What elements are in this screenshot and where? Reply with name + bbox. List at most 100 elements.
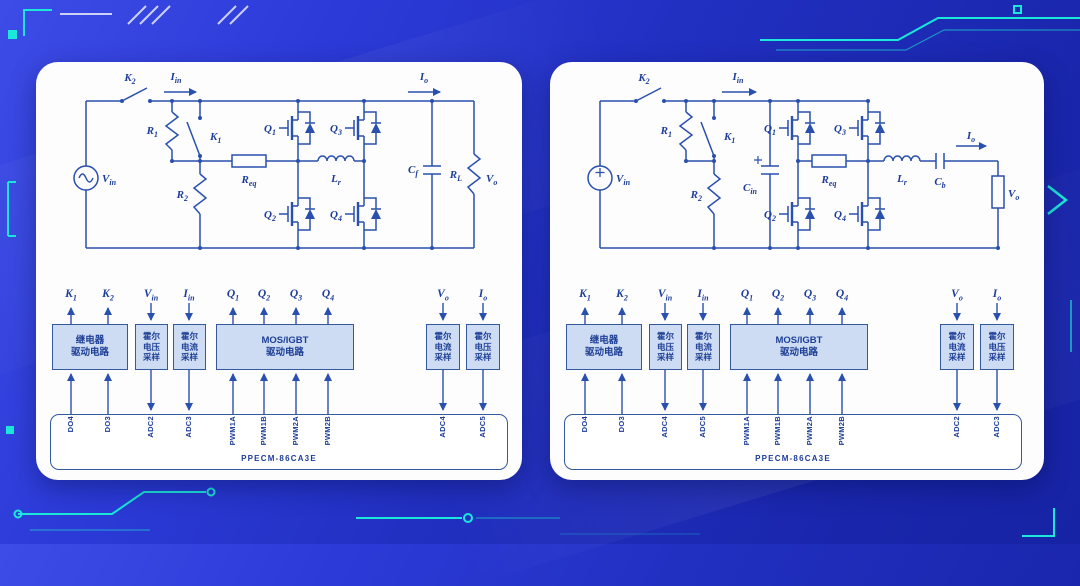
- pin-label: DO4: [66, 416, 75, 433]
- igbt-q3: [847, 106, 887, 150]
- io-label-q1: Q1: [740, 288, 754, 303]
- pin-label: ADC3: [184, 416, 193, 438]
- decor-circuit-traces: [6, 5, 1080, 537]
- io-label-k1: K1: [65, 288, 77, 303]
- pin-label: ADC2: [952, 416, 961, 438]
- resistor-r2: [706, 173, 722, 215]
- decor-square-top-right: [1013, 5, 1022, 14]
- resistor-req-box: [811, 154, 847, 168]
- mos-igbt-drive-block: MOS/IGBT 驱动电路: [730, 324, 868, 370]
- right-converter-panel: K2 Iin R1 K1 R2 Vin Cin Req Lr Q1 Q2 Q3 …: [550, 62, 1044, 480]
- left-converter-panel: K2 Iin R1 K1 R2 Vin Req Lr Q1 Q2 Q3 Q4 I…: [36, 62, 522, 480]
- label-vin: Vin: [616, 173, 631, 187]
- pin-label: DO3: [617, 416, 626, 433]
- hall-voltage-sampling-block: 霍尔 电压 采样: [649, 324, 682, 370]
- switch-k2-blade: [635, 87, 662, 102]
- label-rl: RL: [449, 169, 462, 183]
- igbt-q4: [847, 192, 887, 236]
- io-label-q3: Q3: [803, 288, 817, 303]
- junction-dots: [120, 99, 434, 250]
- inductor-lr: [883, 155, 921, 162]
- pin-label: ADC5: [698, 416, 707, 438]
- decor-arrow-right: [1047, 185, 1069, 215]
- decor-square-top-left: [8, 30, 17, 39]
- resistor-r2: [192, 173, 208, 215]
- control-diagram-right: K1 K2 Vin Iin Q1 Q2 Q3 Q4 Vo Io 继电器 驱动电路…: [550, 288, 1036, 476]
- label-k2: K2: [123, 72, 135, 86]
- io-label-vo: Vo: [437, 288, 449, 303]
- decor-node-3: [463, 513, 473, 523]
- io-label-k1: K1: [579, 288, 591, 303]
- label-req: Req: [241, 174, 257, 188]
- resistor-rl: [466, 153, 482, 195]
- label-k1: K1: [209, 131, 221, 145]
- resistor-r1: [164, 111, 180, 151]
- switch-k1-blade: [700, 121, 715, 157]
- label-cin: Cin: [743, 182, 758, 196]
- circuit-wires: [599, 100, 999, 249]
- hall-voltage-sampling-block: 霍尔 电压 采样: [135, 324, 168, 370]
- io-label-q1: Q1: [226, 288, 240, 303]
- label-io: Io: [966, 130, 975, 144]
- power-circuit-left: K2 Iin R1 K1 R2 Vin Req Lr Q1 Q2 Q3 Q4 I…: [73, 71, 497, 250]
- capacitor-cin: [761, 165, 779, 175]
- decor-square-bottom-left: [6, 426, 14, 434]
- igbt-q3: [343, 106, 383, 150]
- io-label-iin: Iin: [183, 288, 195, 303]
- io-label-io: Io: [478, 288, 488, 303]
- decor-hatch-1: [127, 5, 171, 25]
- control-wires-right: [581, 303, 1001, 414]
- power-circuit-right: K2 Iin R1 K1 R2 Vin Cin Req Lr Q1 Q2 Q3 …: [587, 71, 1019, 250]
- pin-label: PWM2A: [805, 416, 814, 446]
- label-vo: Vo: [486, 173, 497, 187]
- label-q2: Q2: [764, 209, 776, 223]
- io-label-q4: Q4: [321, 288, 335, 303]
- pin-label: ADC2: [146, 416, 155, 438]
- decor-bracket-left: [7, 181, 16, 237]
- label-iin: Iin: [170, 71, 183, 85]
- label-iin: Iin: [732, 71, 745, 85]
- io-label-q2: Q2: [771, 288, 785, 303]
- label-r2: R2: [690, 189, 702, 203]
- label-r2: R2: [176, 189, 188, 203]
- switch-k1-blade: [186, 121, 201, 157]
- io-label-vo: Vo: [951, 288, 963, 303]
- io-label-q2: Q2: [257, 288, 271, 303]
- io-label-iin: Iin: [697, 288, 709, 303]
- pin-label: PWM2B: [837, 416, 846, 446]
- pin-label: ADC5: [478, 416, 487, 438]
- igbt-q1: [277, 106, 317, 150]
- decor-trace-top-right: [760, 17, 1080, 41]
- pin-label: ADC4: [438, 416, 447, 438]
- mcu-bar: [564, 414, 1022, 470]
- igbt-q4: [343, 192, 383, 236]
- switch-k2-blade: [121, 87, 148, 102]
- sine-icon: [78, 173, 94, 183]
- ac-source: [73, 165, 99, 191]
- cin-plus-icon: [754, 156, 762, 164]
- control-wires-left: [67, 303, 487, 414]
- label-q4: Q4: [834, 209, 846, 223]
- pin-label: PWM2A: [291, 416, 300, 446]
- igbt-q1: [777, 106, 817, 150]
- io-label-q3: Q3: [289, 288, 303, 303]
- chip-label: PPECM-86CA3E: [241, 454, 317, 463]
- load-resistor-box: [991, 175, 1005, 209]
- label-lr: Lr: [330, 173, 342, 187]
- label-k2: K2: [637, 72, 649, 86]
- chip-label: PPECM-86CA3E: [755, 454, 831, 463]
- label-q2: Q2: [264, 209, 276, 223]
- decor-node-1: [13, 509, 23, 519]
- label-q4: Q4: [330, 209, 342, 223]
- decor-trace-top-right-2: [776, 29, 1080, 51]
- label-cb: Cb: [934, 176, 945, 190]
- pin-label: ADC4: [660, 416, 669, 438]
- capacitor-cb: [935, 153, 945, 169]
- io-label-k2: K2: [102, 288, 114, 303]
- relay-drive-block: 继电器 驱动电路: [52, 324, 128, 370]
- io-label-vin: Vin: [657, 288, 673, 303]
- label-k1: K1: [723, 131, 735, 145]
- label-q1: Q1: [264, 123, 276, 137]
- circuit-wires: [85, 100, 475, 249]
- label-q3: Q3: [330, 123, 342, 137]
